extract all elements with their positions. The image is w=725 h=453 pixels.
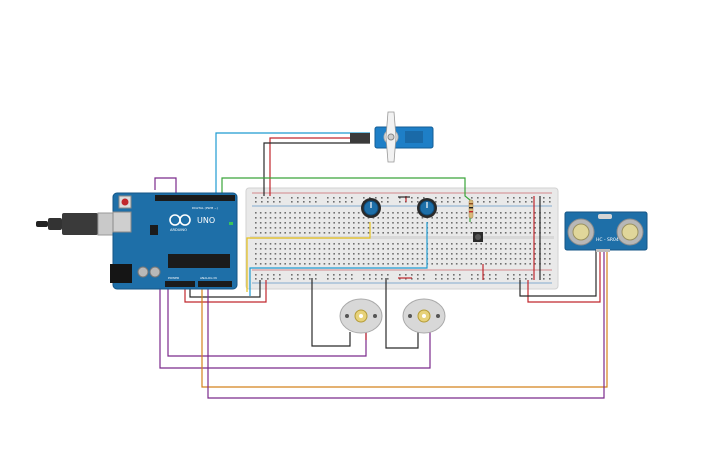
wire-servo-power[interactable]	[269, 137, 370, 196]
potentiometer-1[interactable]	[361, 198, 381, 218]
wire-red-power[interactable]	[184, 280, 267, 303]
arduino-model-label: UNO	[197, 216, 215, 225]
arduino-digital-label: DIGITAL (PWM ~)	[192, 206, 218, 210]
potentiometer-2[interactable]	[417, 198, 437, 218]
wire-servo-signal[interactable]	[215, 132, 370, 198]
ultrasonic-model-label: HC - SR04	[596, 237, 619, 243]
arduino-power-label: POWER	[168, 276, 179, 280]
arduino-uno-board[interactable]: UNO ARDUINO DIGITAL (PWM ~) ANALOG IN PO…	[110, 192, 238, 290]
wire-motor1-purple[interactable]	[167, 284, 367, 357]
dc-motor-2[interactable]	[402, 298, 446, 334]
wire-us-orange[interactable]	[201, 198, 608, 388]
breadboard[interactable]	[245, 187, 559, 290]
arduino-brand-label: ARDUINO	[170, 228, 187, 232]
wire-us-purple[interactable]	[207, 198, 605, 399]
wire-yellow-pot[interactable]	[246, 222, 371, 292]
wire-motor2-black[interactable]	[385, 278, 419, 349]
wire-us-black[interactable]	[519, 250, 597, 297]
resistor[interactable]	[468, 199, 474, 219]
wire-blue-pot[interactable]	[249, 222, 428, 296]
push-button[interactable]	[473, 232, 483, 242]
servo-motor[interactable]	[350, 111, 434, 163]
breadboard-holes	[255, 197, 551, 280]
wire-black-ground[interactable]	[189, 280, 261, 298]
usb-cable	[36, 212, 123, 236]
wire-us-red[interactable]	[527, 250, 601, 303]
arduino-analog-label: ANALOG IN	[200, 276, 217, 280]
dc-motor-1[interactable]	[339, 298, 383, 334]
wire-motor1-black[interactable]	[311, 278, 351, 347]
ultrasonic-sensor[interactable]: HC - SR04	[564, 211, 648, 252]
wires	[154, 132, 608, 399]
